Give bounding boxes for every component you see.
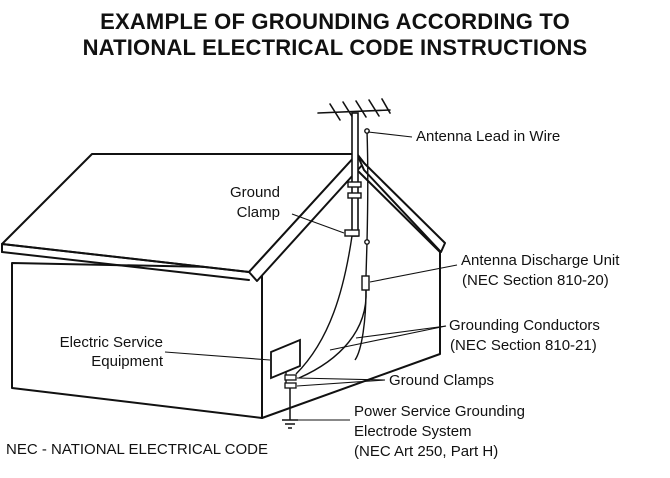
title-line-2: NATIONAL ELECTRICAL CODE INSTRUCTIONS [82,35,588,60]
leader-electric-service [164,351,271,361]
label-power-service-2: Electrode System [354,423,472,440]
house-front-wall [11,262,263,419]
label-antenna-lead: Antenna Lead in Wire [416,128,561,145]
label-power-service-3: (NEC Art 250, Part H) [354,443,499,460]
lead-in-wire [365,130,369,277]
leader-grounding-conductor-2 [329,325,447,351]
antenna-boom [317,109,391,114]
leader-antenna-lead [367,131,413,138]
leader-ground-clamp [291,213,345,234]
leader-grounding-conductor-1 [355,325,447,339]
ground-clamp-mast [344,229,360,237]
mast-clamp-lower [347,192,362,199]
mast-clamp-upper [347,181,362,188]
ground-clamp-lower-1 [284,374,297,381]
leader-discharge-unit [369,264,458,283]
leader-ground-clamps-2 [296,379,386,387]
label-power-service-1: Power Service Grounding [354,403,525,420]
label-grounding-conductors-1: Grounding Conductors [449,317,600,334]
electric-service-box [270,338,301,380]
title-line-1: EXAMPLE OF GROUNDING ACCORDING TO [100,9,570,34]
ground-clamp-lower-2 [284,382,297,389]
label-ground-clamps: Ground Clamps [389,372,495,389]
label-discharge-unit-2: (NEC Section 810-20) [462,272,609,289]
grounding-conductor-discharge [298,289,367,379]
label-discharge-unit-1: Antenna Discharge Unit [461,252,620,269]
nec-footnote: NEC - NATIONAL ELECTRICAL CODE [6,441,268,458]
antenna-discharge-unit [361,275,370,291]
label-electric-service-1: Electric Service [59,334,163,351]
roof-rake [356,153,446,253]
grounding-conductor-mast [295,235,353,375]
label-ground-clamp-2: Clamp [236,204,280,221]
label-grounding-conductors-2: (NEC Section 810-21) [450,337,597,354]
antenna-mast [351,112,359,237]
label-ground-clamp-1: Ground [229,184,280,201]
label-electric-service-2: Equipment [91,353,163,370]
leader-ground-clamps-1 [296,377,386,381]
